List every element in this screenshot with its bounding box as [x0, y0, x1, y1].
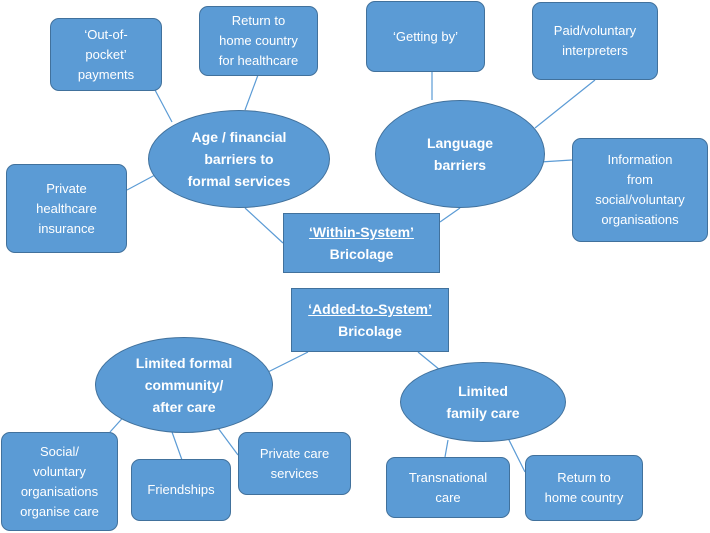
connector-age-to-within [244, 207, 284, 244]
box-return-home-for-healthcare: Return to home country for healthcare [199, 6, 318, 76]
connector-return-healthcare [244, 74, 259, 111]
ellipse-limited-community-care: Limited formal community/ after care [95, 337, 273, 433]
connector-added-to-family [417, 351, 441, 371]
hub-added-title: ‘Added-to-System’ [308, 301, 432, 317]
hub-added-to-system-bricolage: ‘Added-to-System’ Bricolage [291, 288, 449, 352]
hub-within-subtitle: Bricolage [329, 246, 394, 262]
box-transnational-care: Transnational care [386, 457, 510, 518]
hub-added-subtitle: Bricolage [338, 323, 402, 339]
connector-private-care [217, 427, 239, 456]
connector-transnational [444, 439, 449, 458]
box-private-healthcare-insurance: Private healthcare insurance [6, 164, 127, 253]
box-out-of-pocket-payments: ‘Out-of- pocket’ payments [50, 18, 162, 91]
ellipse-limited-family-care: Limited family care [400, 362, 566, 442]
connector-info-social [539, 159, 573, 163]
connector-interpreters [534, 79, 596, 129]
box-private-care-services: Private care services [238, 432, 351, 495]
ellipse-language-barriers: Language barriers [375, 100, 545, 208]
box-interpreters: Paid/voluntary interpreters [532, 2, 658, 80]
connector-added-to-community [267, 351, 309, 373]
box-social-voluntary-organise-care: Social/ voluntary organisations organise… [1, 432, 118, 531]
connector-language-to-within [439, 207, 461, 223]
connector-friendships [171, 431, 183, 461]
hub-within-title: ‘Within-System’ [309, 224, 414, 240]
connector-private-insurance [126, 174, 156, 191]
box-information-social-organisations: Information from social/voluntary organi… [572, 138, 708, 242]
hub-within-system-bricolage: ‘Within-System’ Bricolage [283, 213, 440, 273]
box-return-to-home-country: Return to home country [525, 455, 643, 521]
connector-out-of-pocket [154, 89, 173, 123]
ellipse-age-financial-barriers: Age / financial barriers to formal servi… [148, 110, 330, 208]
box-getting-by: ‘Getting by’ [366, 1, 485, 72]
box-friendships: Friendships [131, 459, 231, 521]
